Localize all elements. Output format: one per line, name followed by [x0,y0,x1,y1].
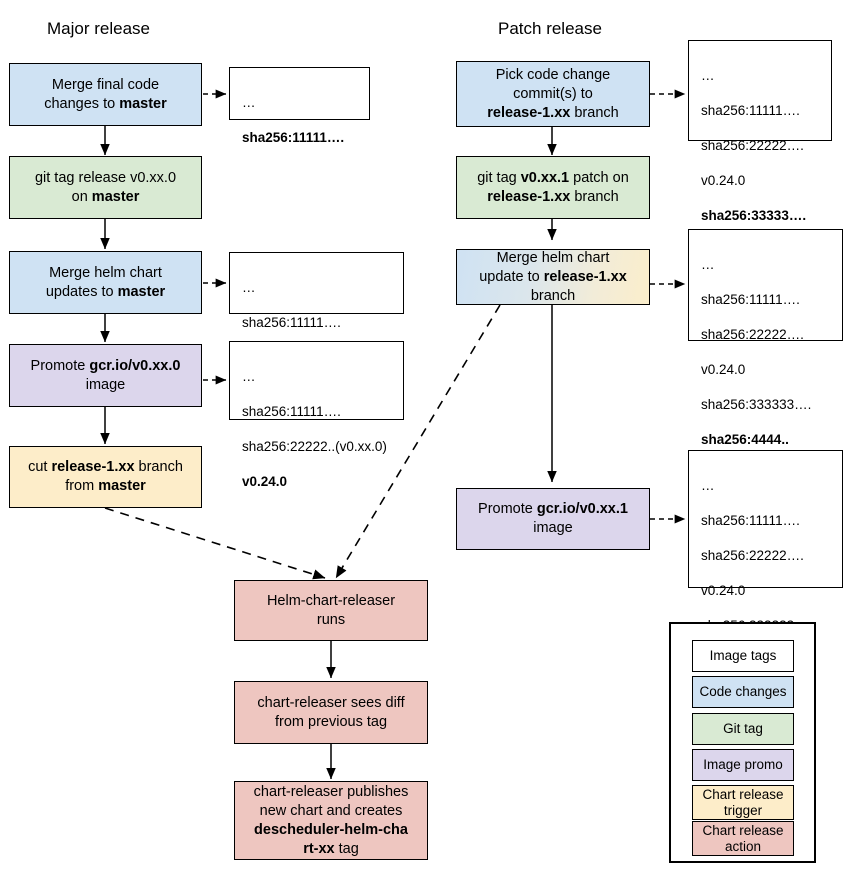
node-line-3-bold: release-1.xx [487,104,571,121]
node-helm-chart-releaser-runs[interactable]: Helm-chart-releaser runs [234,580,428,641]
note-line: … [701,256,716,272]
note-promote-image: … sha256:11111…. sha256:22222..(v0.xx.0)… [229,341,404,489]
legend-item-label: Chart release trigger [702,786,784,818]
legend-item-label: Chart release action [702,822,784,854]
node-promote-image[interactable]: Promote gcr.io/v0.xx.0 image [9,344,202,407]
legend-item-label: Git tag [723,721,763,736]
node-line-2-bold: release-1.xx [487,188,571,205]
legend-item-label: Image tags [709,648,777,663]
node-line-2-bold: master [98,478,146,494]
node-line-1: Merge helm chart [49,264,162,281]
node-promote-image-patch[interactable]: Promote gcr.io/v0.xx.1 image [456,488,650,550]
node-line-4-bold: rt-xx [303,840,335,857]
node-line-1: Helm-chart-releaser [266,592,396,609]
node-chart-releaser-publishes[interactable]: chart-releaser publishes new chart and c… [234,781,428,860]
note-line: … [242,94,257,110]
node-line-3-bold: descheduler-helm-cha [254,821,408,838]
legend-item-label: Code changes [699,684,787,699]
note-line: sha256:11111…. [242,403,341,419]
node-cut-release-branch[interactable]: cut release-1.xx branch from master [9,446,202,508]
legend-item-label: Image promo [703,757,783,772]
node-line-1-bold: v0.xx.1 [520,169,570,186]
node-line-2: runs [316,611,346,628]
note-line: … [242,279,257,295]
node-line-2: from previous tag [274,713,388,730]
node-line-1-bold: release-1.xx [51,459,135,475]
node-line-1: Pick code change [495,66,611,83]
note-pick-code-change: … sha256:11111…. sha256:22222…. v0.24.0 … [688,40,832,223]
node-line-2-bold: release-1.xx [543,268,627,285]
note-line: v0.24.0 [701,172,746,188]
note-line: sha256:11111…. [242,314,341,330]
node-line-2-pre: updates to [45,283,118,300]
note-line: sha256:22222..(v0.xx.0) [242,438,387,454]
column-title-major-release: Major release [47,19,150,38]
node-line-1: git tag release v0.xx.0 [34,169,177,186]
note-line: v0.24.0 [242,473,288,489]
node-line-4-post: tag [334,840,359,857]
note-line: v0.24.0 [701,582,746,598]
node-merge-helm-chart[interactable]: Merge helm chart updates to master [9,251,202,314]
note-line: sha256:33333…. [701,207,807,223]
node-line-1-pre: Promote [30,357,90,374]
node-line-2: image [533,520,573,536]
node-merge-helm-chart-patch[interactable]: Merge helm chart update to release-1.xx … [456,249,650,305]
node-line-3-post: branch [570,104,619,121]
node-line-2-bold: master [119,95,167,112]
node-line-2: new chart and creates [259,802,403,819]
node-line-3: branch [530,287,576,304]
note-line: sha256:22222…. [701,326,804,342]
node-line-2: commit(s) to [513,85,593,102]
node-git-tag-patch[interactable]: git tag v0.xx.1 patch on release-1.xx br… [456,156,650,219]
node-git-tag-release[interactable]: git tag release v0.xx.0 on master [9,156,202,219]
legend-item-chart-release-trigger: Chart release trigger [692,785,794,820]
node-line-2-bold: master [91,188,140,205]
note-line: sha256:11111…. [242,129,345,145]
node-line-2-pre: changes to [44,95,120,112]
legend-item-git-tag: Git tag [692,713,794,745]
note-line: sha256:11111…. [701,512,800,528]
note-line: … [701,477,716,493]
node-line-2: image [85,376,126,393]
note-line: sha256:11111…. [701,102,800,118]
node-line-1: Merge final code [51,76,160,93]
note-merge-helm-chart: … sha256:11111…. sha256:22222..(v0.xx.0) [229,252,404,365]
node-line-1-post: branch [134,459,183,475]
note-line: v0.24.0 [701,361,746,377]
node-line-2-pre: on [71,188,92,205]
node-line-2-bold: master [117,283,166,300]
legend-item-image-tags: Image tags [692,640,794,672]
node-line-2-pre: update to [479,268,544,285]
note-merge-helm-chart-patch: … sha256:11111…. sha256:22222…. v0.24.0 … [688,229,843,464]
node-line-1: chart-releaser publishes [253,783,409,800]
column-title-patch-release: Patch release [498,19,602,38]
node-line-1-pre: git tag [477,169,521,186]
note-line: sha256:333333…. [701,396,812,412]
node-line-1: chart-releaser sees diff [257,694,405,711]
note-promote-image-patch: … sha256:11111…. sha256:22222…. v0.24.0 … [688,450,843,720]
legend-item-chart-release-action: Chart release action [692,821,794,856]
legend-item-code-changes: Code changes [692,676,794,708]
note-line: sha256:11111…. [701,291,800,307]
node-line-1: Merge helm chart [496,249,610,266]
node-line-1-pre: Promote [478,501,537,517]
note-line: … [701,67,716,83]
node-line-1-pre: cut [28,459,52,475]
note-line: sha256:22222…. [701,137,804,153]
node-chart-releaser-sees-diff[interactable]: chart-releaser sees diff from previous t… [234,681,428,744]
note-merge-final-code: … sha256:11111…. [229,67,370,145]
node-line-2-pre: from [65,478,99,494]
node-line-2-post: branch [570,188,619,205]
note-line: … [242,368,257,384]
node-merge-final-code[interactable]: Merge final code changes to master [9,63,202,126]
node-line-1-bold: gcr.io/v0.xx.0 [89,357,181,374]
node-line-1-post: patch on [569,169,629,186]
note-line: sha256:22222…. [701,547,804,563]
legend-item-image-promo: Image promo [692,749,794,781]
node-line-1-bold: gcr.io/v0.xx.1 [536,501,628,517]
node-pick-code-change[interactable]: Pick code change commit(s) to release-1.… [456,61,650,127]
